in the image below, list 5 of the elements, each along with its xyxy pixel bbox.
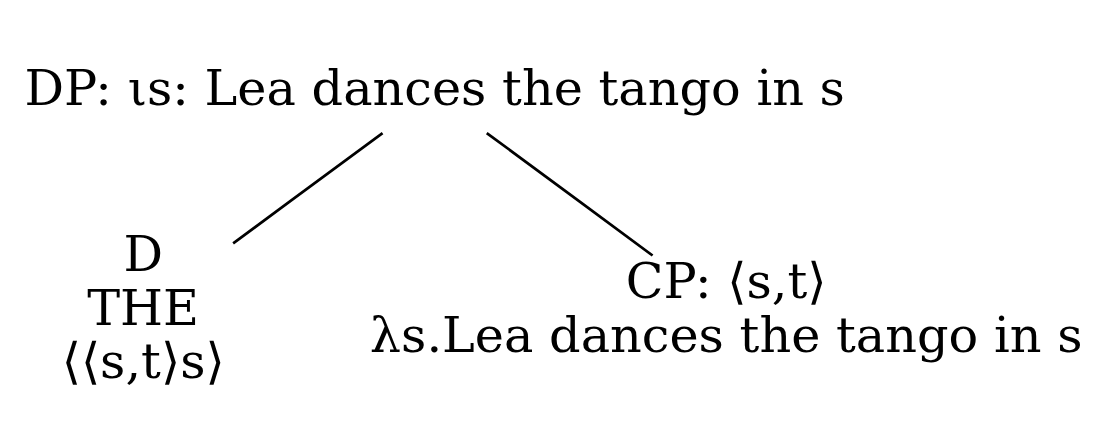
node-text: CP: ⟨s,t⟩ λs.Lea dances the tango in s [369, 251, 1083, 364]
connector [485, 131, 654, 257]
node-text: DP: ιs: Lea dances the tango in s [24, 58, 845, 117]
connector [232, 131, 384, 244]
node-text: D THE ⟨⟨s,t⟩s⟩ [61, 224, 225, 390]
